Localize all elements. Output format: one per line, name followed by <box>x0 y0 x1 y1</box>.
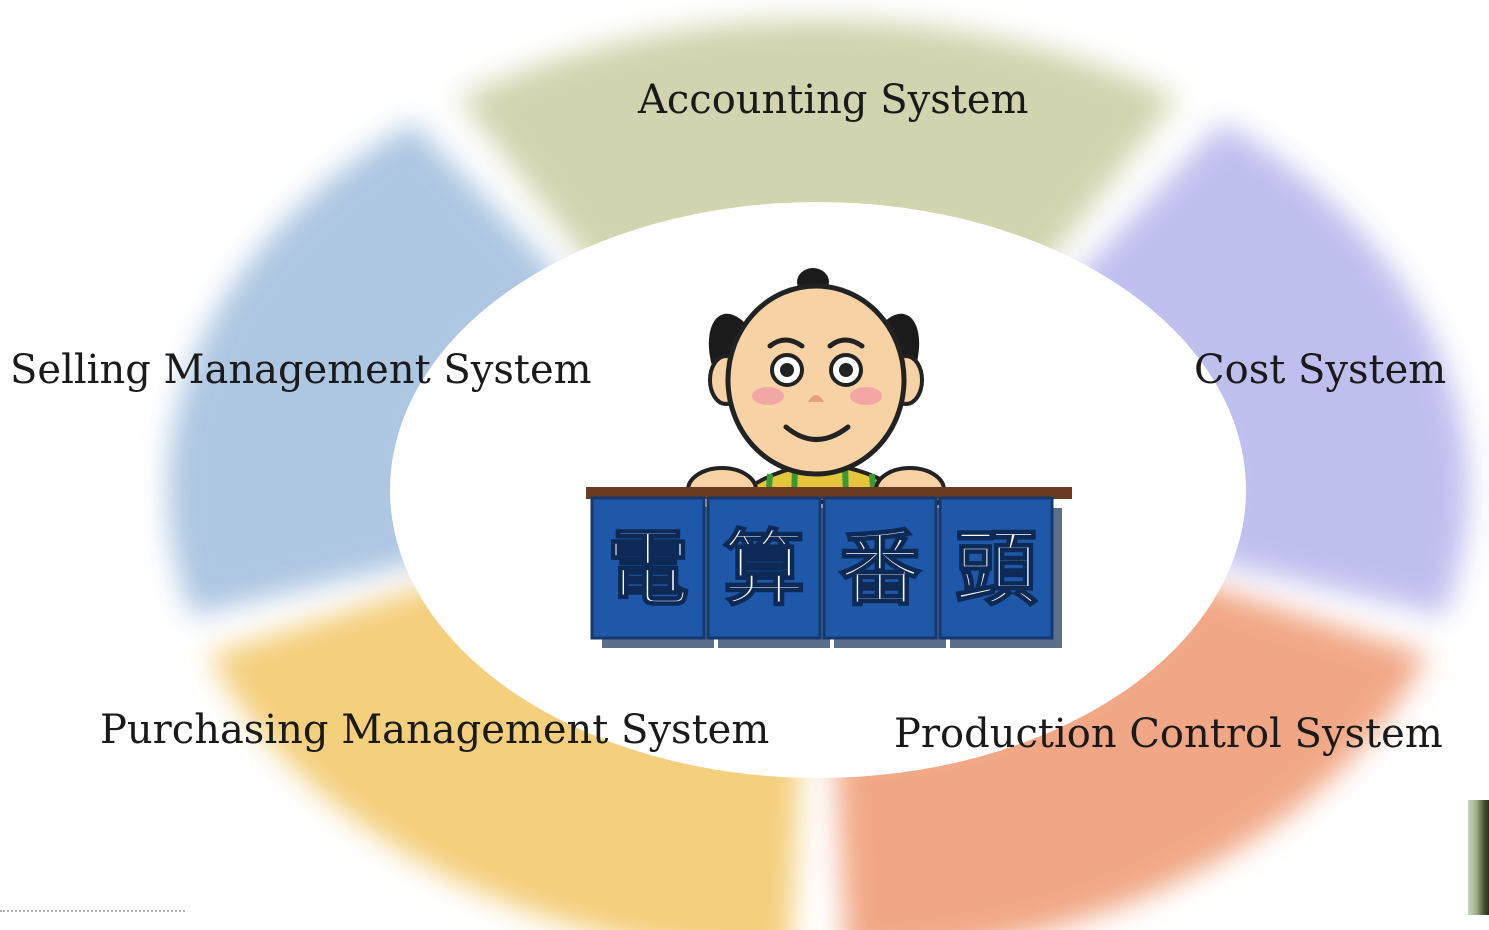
mascot-icon <box>686 268 946 514</box>
label-selling-management-system: Selling Management System <box>10 347 592 393</box>
divider-dotted-line <box>0 910 185 912</box>
corner-photo-fragment <box>1468 800 1489 915</box>
noren-rod <box>586 487 1072 499</box>
noren-curtain <box>590 496 1062 648</box>
label-cost-system: Cost System <box>1194 347 1447 393</box>
ring-segments <box>168 20 1468 930</box>
logo-char-2: 算 <box>723 522 805 617</box>
logo-char-1: 電 <box>607 522 689 617</box>
label-production-control-system: Production Control System <box>894 711 1443 757</box>
logo-char-4: 頭 <box>955 522 1038 617</box>
label-purchasing-management-system: Purchasing Management System <box>100 707 770 753</box>
label-accounting-system: Accounting System <box>638 77 1029 123</box>
segment-production <box>835 581 1427 930</box>
logo-char-3: 番 <box>839 522 921 617</box>
segment-cost <box>1067 122 1468 616</box>
mascot-logo: 電 算 番 頭 <box>586 268 1072 648</box>
segment-purchasing <box>209 581 801 930</box>
segment-accounting <box>459 20 1177 274</box>
segment-selling <box>168 122 569 616</box>
